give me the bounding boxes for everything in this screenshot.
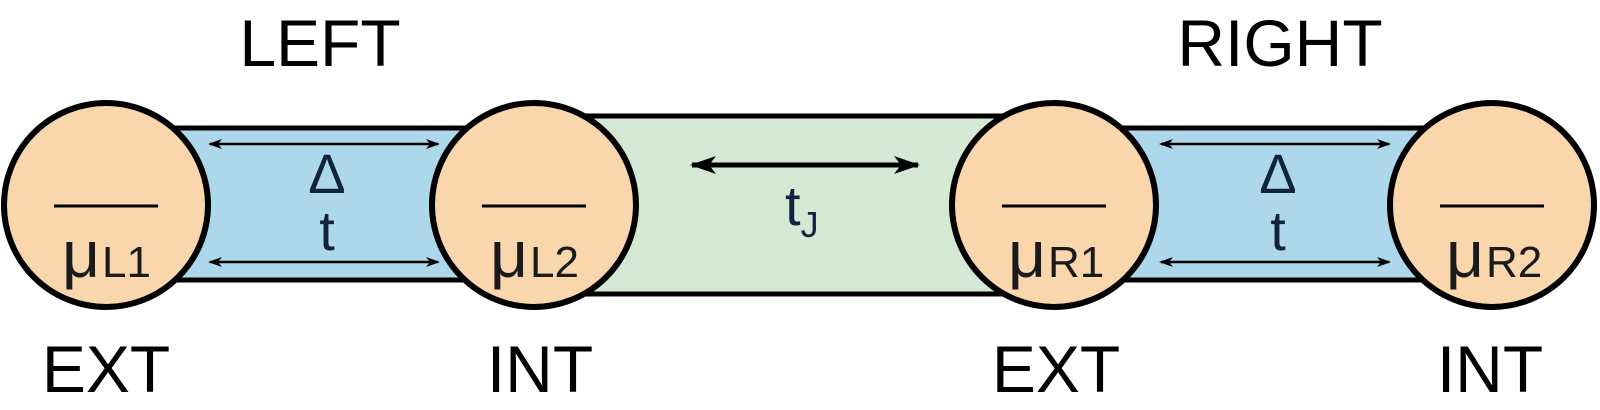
dot-R1-role-label: EXT [992,332,1120,406]
dot-R1-chemical-potential: μR1 [1008,217,1104,291]
dot-L1-mu: μ [62,217,100,291]
dot-R2-subscript: R2 [1486,238,1542,287]
dot-R2-mu: μ [1446,217,1484,291]
dot-L1: μL1 [1,100,211,310]
right-coupling-band [1122,125,1428,283]
dot-R1-mu: μ [1008,217,1046,291]
dot-L2-role-label: INT [487,332,593,406]
right-side-label: RIGHT [1177,6,1382,80]
dot-L1-role-label: EXT [42,332,170,406]
junction-t-subscript: J [801,204,819,245]
dot-R2: μR2 [1387,100,1597,310]
dot-R1-subscript: R1 [1048,238,1104,287]
junction-coupling-band [582,113,1008,297]
dot-R1: μR1 [949,100,1159,310]
left-side-label: LEFT [239,6,400,80]
dot-L2: μL2 [429,100,639,310]
left-t-label: t [319,199,335,262]
junction-t-label: tJ [785,174,819,245]
dot-L2-mu: μ [490,217,528,291]
dot-L2-chemical-potential: μL2 [490,217,579,291]
dot-L2-subscript: L2 [530,238,579,287]
right-t-label: t [1270,199,1286,262]
dot-R2-chemical-potential: μR2 [1446,217,1542,291]
left-delta-label: Δ [308,142,345,205]
dot-L1-chemical-potential: μL1 [62,217,151,291]
right-delta-label: Δ [1259,142,1296,205]
junction-t-main: t [785,174,801,237]
dot-L1-subscript: L1 [102,238,151,287]
dot-R2-role-label: INT [1437,332,1543,406]
